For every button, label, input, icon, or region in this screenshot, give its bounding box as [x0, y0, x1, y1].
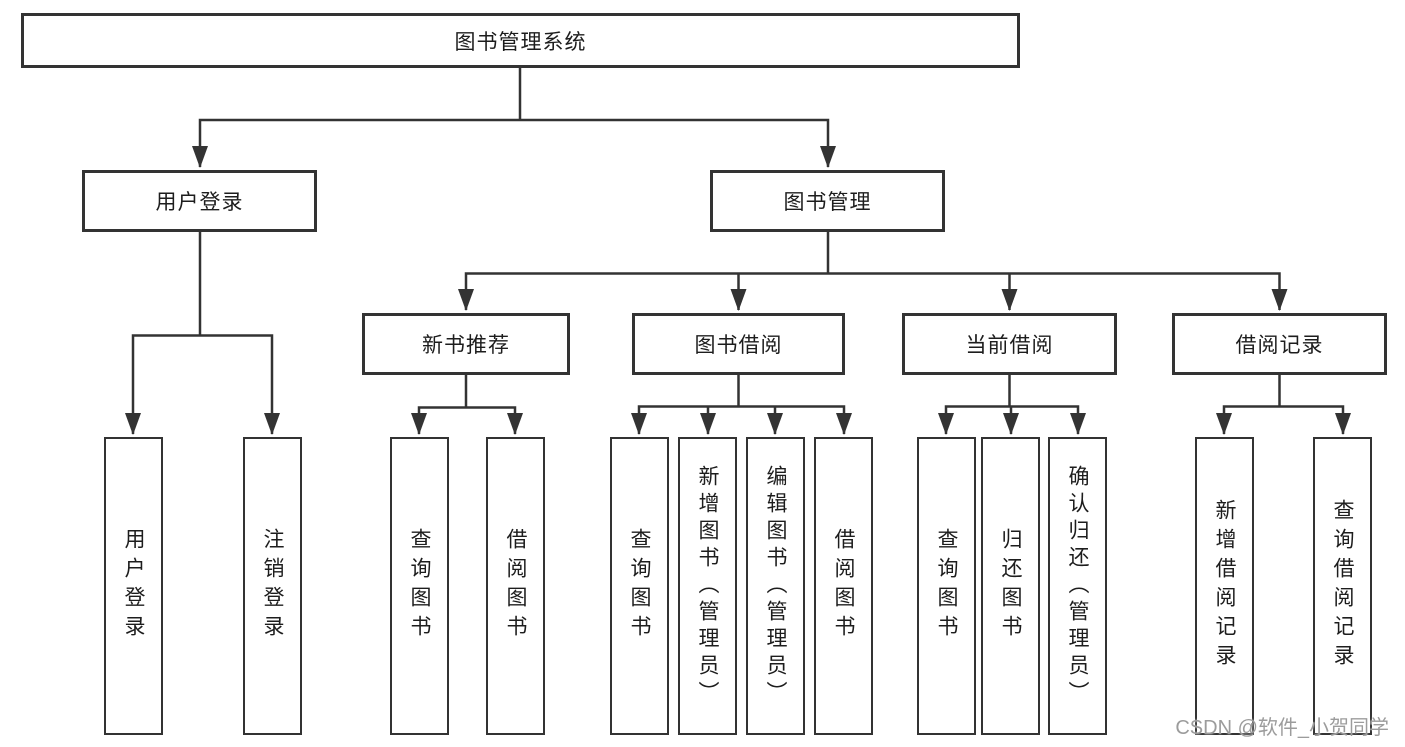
- node-library-system: 图书管理系统: [21, 13, 1020, 68]
- node-book-management: 图书管理: [710, 170, 945, 232]
- leaf-user-login: 用户登录: [104, 437, 163, 735]
- leaf-query-borrow-record: 查询借阅记录: [1313, 437, 1372, 735]
- node-user-login-label: 用户登录: [155, 191, 244, 214]
- csdn-watermark: CSDN @软件_小贺同学: [1175, 717, 1389, 739]
- leaf-user-login-label: 用户登录: [122, 528, 145, 644]
- leaf-query-books-label: 查询图书: [628, 528, 651, 644]
- node-book-management-label: 图书管理: [783, 191, 872, 214]
- leaf-confirm-return-admin-label: 确认归还（管理员）: [1066, 464, 1089, 708]
- leaf-return-books: 归还图书: [981, 437, 1040, 735]
- leaf-edit-book-admin: 编辑图书（管理员）: [746, 437, 805, 735]
- node-current-borrowing: 当前借阅: [902, 313, 1117, 375]
- leaf-query-books: 查询图书: [610, 437, 669, 735]
- leaf-borrow-books-label: 借阅图书: [832, 528, 855, 644]
- leaf-add-book-admin: 新增图书（管理员）: [678, 437, 737, 735]
- leaf-borrow-books-label: 借阅图书: [504, 528, 527, 644]
- leaf-borrow-books: 借阅图书: [486, 437, 545, 735]
- leaf-return-books-label: 归还图书: [999, 528, 1022, 644]
- node-book-borrowing: 图书借阅: [632, 313, 845, 375]
- leaf-query-borrow-record-label: 查询借阅记录: [1331, 499, 1354, 673]
- node-borrowing-records-label: 借阅记录: [1235, 334, 1324, 357]
- node-new-book-recommend-label: 新书推荐: [422, 334, 510, 357]
- leaf-edit-book-admin-label: 编辑图书（管理员）: [764, 464, 787, 708]
- node-borrowing-records: 借阅记录: [1172, 313, 1387, 375]
- leaf-query-books-label: 查询图书: [408, 528, 431, 644]
- node-book-borrowing-label: 图书借阅: [694, 334, 783, 357]
- leaf-confirm-return-admin: 确认归还（管理员）: [1048, 437, 1107, 735]
- leaf-add-book-admin-label: 新增图书（管理员）: [696, 464, 719, 708]
- node-library-system-label: 图书管理系统: [454, 30, 587, 54]
- leaf-borrow-books: 借阅图书: [814, 437, 873, 735]
- leaf-query-books: 查询图书: [917, 437, 976, 735]
- leaf-query-books-label: 查询图书: [935, 528, 958, 644]
- leaf-logout: 注销登录: [243, 437, 302, 735]
- leaf-add-borrow-record-label: 新增借阅记录: [1213, 499, 1236, 673]
- leaf-logout-label: 注销登录: [261, 528, 284, 644]
- leaf-add-borrow-record: 新增借阅记录: [1195, 437, 1254, 735]
- node-new-book-recommend: 新书推荐: [362, 313, 570, 375]
- leaf-query-books: 查询图书: [390, 437, 449, 735]
- node-current-borrowing-label: 当前借阅: [965, 334, 1054, 357]
- node-user-login: 用户登录: [82, 170, 317, 232]
